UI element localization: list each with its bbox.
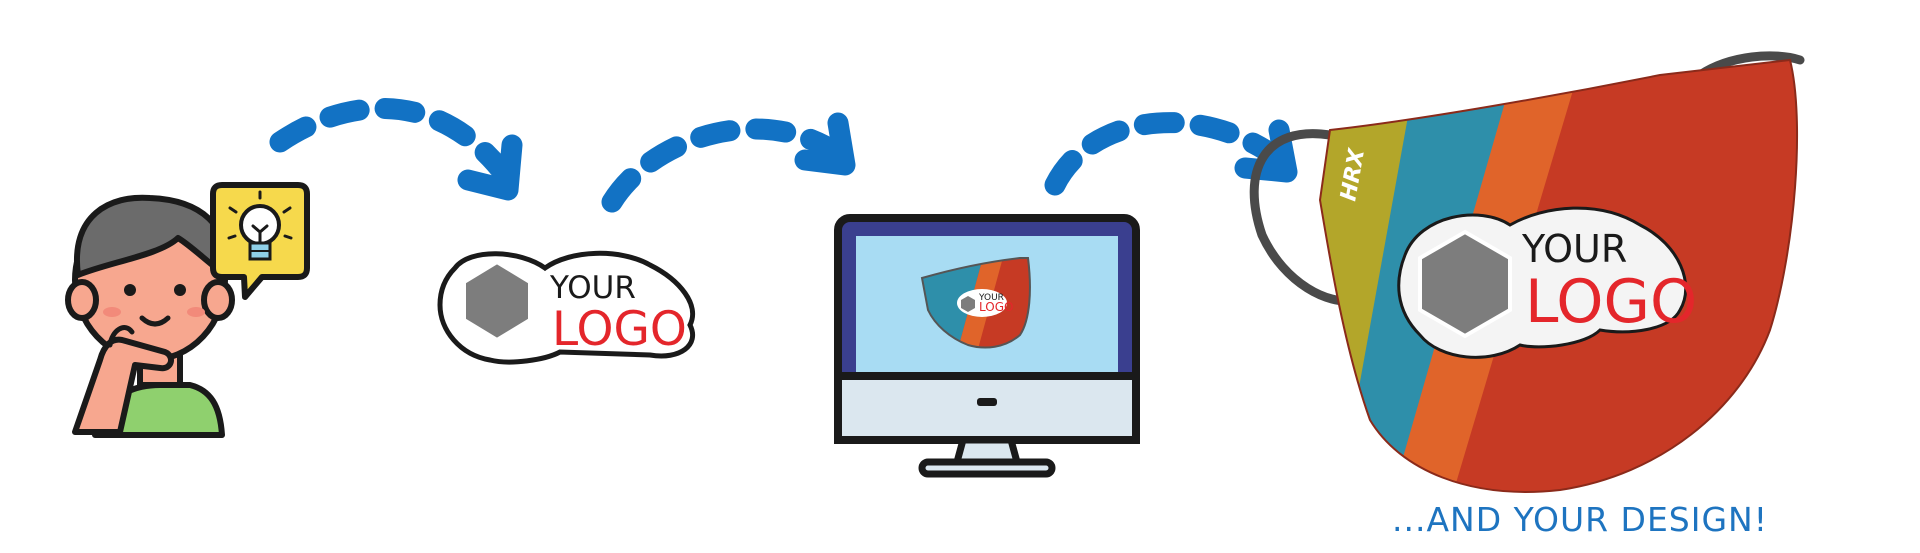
mini-logo-text-logo: LOGO <box>979 300 1013 314</box>
mask-logo-text-logo: LOGO <box>1525 267 1697 337</box>
mask-logo-text-your: YOUR <box>1521 227 1627 271</box>
monitor-icon: YOUR LOGO <box>834 214 1140 478</box>
arrowhead-2 <box>794 112 856 176</box>
logo-sticker: YOUR LOGO <box>437 250 696 365</box>
mini-logo-text-your: YOUR <box>978 293 1004 303</box>
arrow-2 <box>601 118 851 213</box>
tagline: ...AND YOUR DESIGN! <box>1392 500 1768 539</box>
mask-logo: YOUR LOGO <box>1397 206 1697 359</box>
person-thinking-icon <box>65 194 235 438</box>
lightbulb-icon <box>210 182 310 300</box>
face-mask-product: HRX YOUR LOGO <box>1249 51 1805 493</box>
arrowhead-1 <box>457 134 523 201</box>
arrow-3 <box>1044 112 1291 196</box>
logo-text-logo: LOGO <box>552 302 687 357</box>
arrow-1 <box>269 98 516 186</box>
logo-text-your: YOUR <box>549 270 636 306</box>
